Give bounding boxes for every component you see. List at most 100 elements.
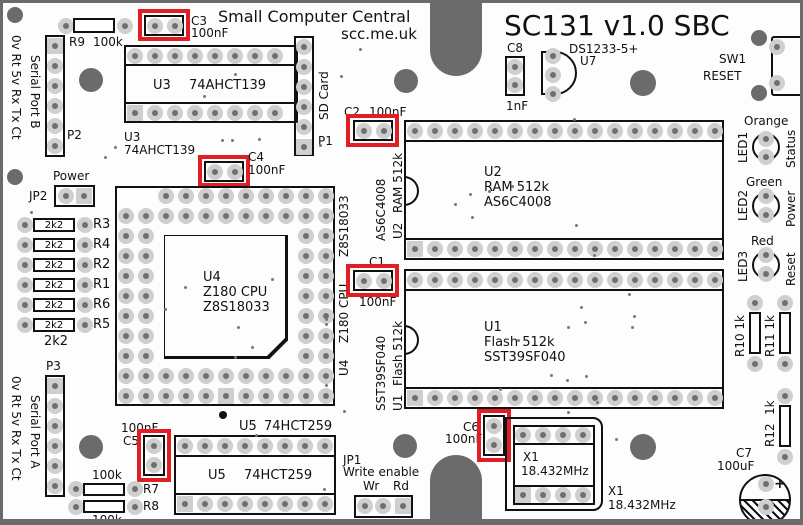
p3-connector[interactable] [45,375,65,497]
p2-pin [47,38,63,54]
u4-pin [278,208,294,224]
mounting-hole [7,169,23,185]
u5-pin [257,496,273,512]
via [628,293,631,296]
c1-highlight[interactable] [346,264,399,297]
c7-plus: + [774,476,786,492]
c8-pad [507,77,523,93]
c1-pad [376,273,392,289]
r12-value: 1k [763,400,777,415]
via [469,193,472,196]
r7-pad [68,481,84,497]
p3-pin [47,378,63,394]
u1-side-part: SST39SF040 [374,335,388,411]
u2-pin [667,123,683,139]
via [471,216,474,219]
u5-pin [317,496,333,512]
mounting-hole [630,434,656,460]
p3-label: P3 [46,359,61,373]
c3-highlight[interactable] [138,9,190,41]
u2-pin [607,241,623,257]
r9-value: 100k [93,35,123,49]
u2-pin [407,123,423,139]
p2-pin [47,78,63,94]
via [203,95,206,98]
via [567,411,570,414]
u4-pin [318,328,334,344]
u4-pin [318,188,334,204]
u3-pin [267,105,283,121]
c2-highlight[interactable] [346,114,399,147]
u4-pin [278,388,294,404]
sd-card-label: SD Card [317,71,331,120]
u4-pin [198,368,214,384]
led2-label: LED2 [736,189,750,221]
u2-pin [607,123,623,139]
reset-label: RESET [703,69,742,83]
u1-pin [627,390,643,406]
u4-pin [198,208,214,224]
c6-label: C6 [463,420,480,434]
led1-color: Orange [744,114,789,128]
c7-label: C7 [736,446,753,460]
mounting-hole [394,69,418,93]
u2-pin [707,123,723,139]
u4-pin [258,368,274,384]
c7-pad [758,476,774,492]
u4-pin [258,188,274,204]
jp1-pad [375,498,391,514]
via [237,326,240,329]
jp2-jumper[interactable] [54,185,95,207]
u2-pin-row [404,120,724,142]
u4-pin [158,368,174,384]
u3-pin [227,105,243,121]
reset-switch[interactable] [771,36,800,96]
u1-pin [667,272,683,288]
u3-pin [167,105,183,121]
p2-connector[interactable] [45,35,65,157]
u3-pin [187,48,203,64]
p1-pin [296,39,312,55]
r11-body [779,312,791,354]
u5-part: 74HCT259 [244,468,313,483]
u2-pin [587,241,603,257]
resistor-pad [17,237,33,253]
u5-part-outer: 74HCT259 [264,419,333,434]
u2-pin [687,241,703,257]
u2-pin [547,123,563,139]
u2-pin [467,241,483,257]
r12-label: R12 [763,423,777,447]
u4-pin [278,188,294,204]
via [593,254,596,257]
p1-connector[interactable] [294,36,314,156]
c4-highlight[interactable] [198,155,250,187]
u1-pin [547,390,563,406]
c7-value: 100uF [717,459,755,473]
via [566,379,569,382]
led2-pad [758,188,774,204]
u1-pin [567,272,583,288]
u4-pin [178,368,194,384]
sw1-pad [769,75,785,91]
c6-highlight[interactable] [477,409,511,462]
c3-label: C3 [191,14,208,28]
u1-pin [647,272,663,288]
u4-pin [238,368,254,384]
jp1-jumper[interactable] [354,495,413,518]
u4-pin [258,208,274,224]
resistor-pad [77,237,93,253]
resistor-label: R4 [93,237,111,252]
u1-pin [467,390,483,406]
u4-pin [298,288,314,304]
resistor-body: 2k2 [33,238,75,252]
via [319,144,322,147]
via [258,138,261,141]
u3-pin [147,105,163,121]
u2-pin [647,241,663,257]
c5-highlight[interactable] [137,429,171,482]
led2-function: Power [784,190,798,227]
p1-pin [296,119,312,135]
u2-pin [447,241,463,257]
u1-pin [407,272,423,288]
u4-pin [298,308,314,324]
